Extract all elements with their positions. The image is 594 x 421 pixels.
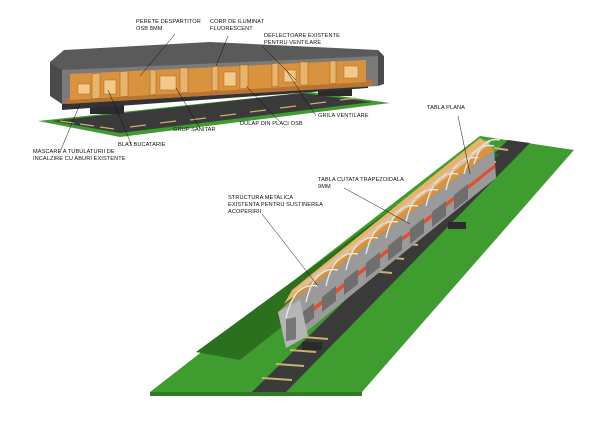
top-bogie-left	[90, 104, 124, 114]
label-grup-sanitar: GRUP SANITAR	[173, 127, 216, 133]
top-car-roof	[50, 42, 378, 72]
ground-plate-edge	[150, 392, 362, 396]
top-track-sleepers	[59, 97, 357, 130]
top-car-front-end	[50, 62, 62, 104]
label-tabla-plana: TABLA PLANA	[427, 105, 465, 111]
bogie-rear	[448, 222, 466, 229]
label-dulap-osb: DULAP DIN PLACI OSB	[240, 121, 303, 127]
roof-longitudinal-bars	[295, 139, 493, 291]
bottom-leader-lines	[261, 115, 471, 287]
top-partitions	[91, 60, 337, 100]
label-tabla-cutata: TABLA CUTATA TRAPEZOIDALA9mm	[318, 177, 404, 190]
bogie-front	[302, 342, 322, 350]
interior-section-view	[38, 42, 390, 137]
top-car-rear-end	[378, 50, 384, 86]
exterior-perspective-view	[150, 136, 574, 396]
label-grila-ventilare: GRILA VENTILARE	[318, 113, 369, 119]
top-bogie-right	[318, 86, 352, 96]
top-leader-lines	[59, 33, 317, 153]
top-furniture	[77, 65, 359, 95]
label-blat-bucatarie: BLAT BUCATARIE	[118, 142, 166, 148]
car-windows	[300, 184, 468, 329]
car-front-door	[286, 317, 296, 342]
top-track-ballast	[52, 93, 372, 133]
